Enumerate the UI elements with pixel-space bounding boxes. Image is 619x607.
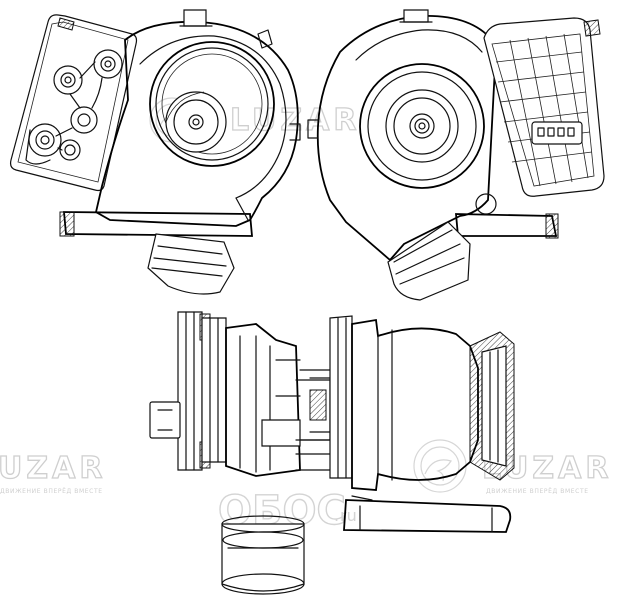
watermark-tagline-right: ДВИЖЕНИЕ ВПЕРЁД ВМЕСТЕ	[486, 488, 589, 495]
watermark-site-tld: ru	[340, 506, 357, 525]
oil-drain-fitting	[221, 515, 305, 595]
watermark-bottom-left: UZAR ДВИЖЕНИЕ ВПЕРЁД ВМЕСТЕ	[0, 450, 106, 495]
compressor-housing-side	[329, 315, 479, 501]
turbocharger-rear-view	[307, 9, 605, 301]
luzar-logo-icon	[413, 439, 467, 493]
watermark-top: LUZAR	[149, 97, 360, 143]
electronic-actuator	[483, 17, 605, 197]
actuator-side	[149, 311, 227, 471]
actuator-linkage	[25, 49, 123, 165]
compressor-inlet	[149, 41, 275, 167]
turbine-outlet-rear	[387, 193, 559, 301]
watermark-tagline-left: ДВИЖЕНИЕ ВПЕРЁД ВМЕСТЕ	[0, 488, 103, 495]
turbocharger-front-view	[9, 9, 301, 295]
connector-plug-icon	[531, 121, 583, 145]
mounting-flange-side	[343, 499, 512, 533]
outlet-flange-side	[469, 331, 515, 481]
turbine-wheel-rear	[359, 63, 485, 189]
turbine-outlet-front	[59, 197, 253, 295]
connector-plug-icon	[149, 401, 181, 439]
turbine-housing-rear	[307, 9, 497, 262]
watermark-brand: LUZAR	[230, 103, 360, 138]
turbocharger-side-view	[149, 311, 515, 595]
watermark-brand-partial: UZAR	[0, 451, 106, 486]
compressor-housing-front	[94, 9, 301, 227]
center-housing-side	[225, 323, 331, 477]
watermark-site-dot: .	[334, 506, 339, 525]
actuator-housing	[9, 14, 138, 192]
